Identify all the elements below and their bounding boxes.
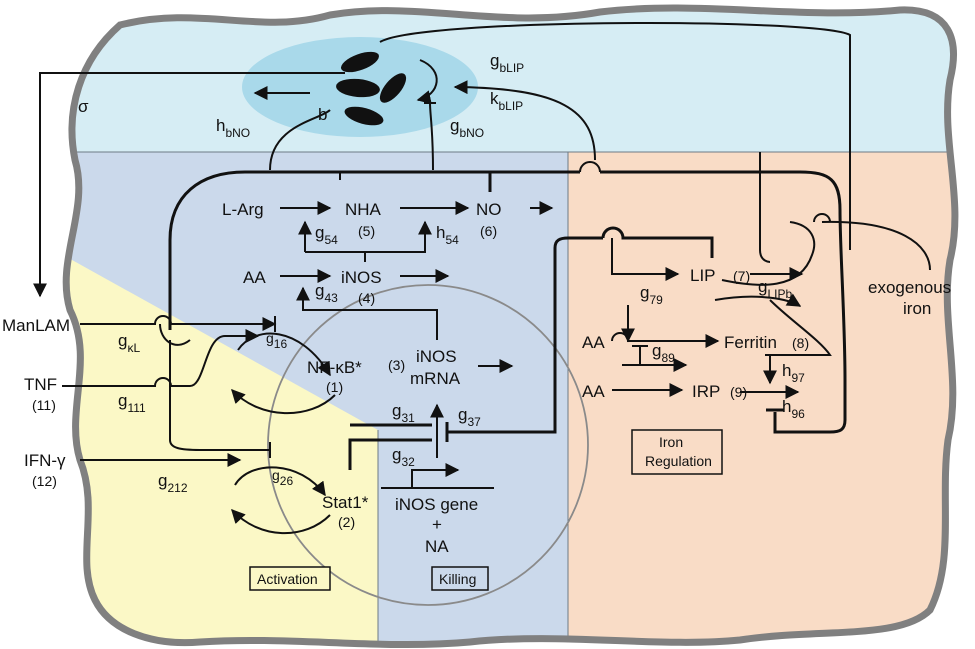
g26-label: g26 [272,467,293,488]
exogenous-iron-label-2: iron [903,299,931,318]
aa-label: AA [243,268,266,287]
irp-num: (9) [730,384,747,400]
activation-zone [66,220,378,645]
ferritin-flow-arrow [714,293,802,307]
nucleus [267,284,589,606]
iron-box-label-1: Iron [659,434,683,450]
phagosome-zone [66,8,955,152]
promoter-arrow [411,463,460,488]
bacteria-growth-loop [416,59,438,105]
activation-box-label: Activation [257,571,318,587]
iron-zone [568,152,955,645]
no-bus-line [168,170,847,434]
gkL-label: gκL [118,331,140,355]
nha-num: (5) [358,223,375,239]
no-num: (6) [480,223,497,239]
inos-mrna-label-2: mRNA [410,369,461,388]
ferritin-num: (8) [792,335,809,351]
g212-label: g212 [158,471,188,495]
irp-label: IRP [692,382,720,401]
inos-num: (4) [358,290,375,306]
bacterium [344,106,384,126]
stat1-deactivation-arc [231,508,331,535]
lip-loop [721,221,816,286]
ifng-num: (12) [32,473,57,489]
manlam-arrow [80,315,277,331]
aa-ferritin-label: AA [582,333,605,352]
g54-label: g54 [315,223,338,247]
g32-label: g32 [392,445,415,469]
nfkb-label: NF-κB* [307,358,362,377]
nfkb-num: (1) [326,379,343,395]
sigma-label: σ [78,97,89,116]
bacteria-cluster [336,51,407,126]
g31-label: g31 [392,401,415,425]
stat1-activation-arc [234,466,326,497]
stat1-num: (2) [338,514,355,530]
no-to-stat1-line [169,340,270,451]
inos-label: iNOS [341,268,382,287]
hbNO-line [269,109,331,171]
bacterium [336,78,380,98]
lip-label: LIP [690,266,716,285]
stat1-label: Stat1* [322,493,369,512]
aa-irp-label: AA [582,382,605,401]
h54-arrow [305,220,432,253]
h96-label: h96 [782,397,805,421]
iron-uptake-down [759,152,771,263]
g79-label: g79 [640,283,663,307]
manlam-label: ManLAM [2,316,70,335]
iron-box-label-2: Regulation [645,453,712,469]
killing-box-label: Killing [439,571,476,587]
activation-box: Activation [249,566,331,591]
no-to-iron-line [601,226,714,258]
g111-label: g111 [118,391,146,415]
bacteria-iron-uptake-line [379,22,851,250]
to-lip-arrow [611,238,680,281]
plus-label: + [432,515,442,534]
exogenous-iron-line [813,213,931,271]
killing-box: Killing [431,566,489,591]
h97-label: h97 [782,361,805,385]
gbNO-label: gbNO [450,116,484,140]
no-label: NO [476,200,502,219]
g43-label: g43 [315,281,338,305]
inos-gene-label: iNOS gene [395,495,478,514]
h54-label: h54 [436,223,459,247]
g43-arrow [296,286,438,340]
iron-regulation-box: Iron Regulation [631,429,723,475]
g89-label: g89 [652,341,675,365]
lip-num: (7) [733,268,750,284]
inos-mrna-label-1: iNOS [416,347,457,366]
ferritin-label: Ferritin [724,333,777,352]
g16-label: g16 [266,330,287,351]
nfkb-deactivation-arc [231,388,336,415]
nha-label: NHA [345,200,382,219]
cell-membrane [62,4,959,649]
na-label: NA [425,537,449,556]
gbLIP-label: gbLIP [490,51,524,75]
sigma-arrow [33,72,345,298]
stat1-to-gene-line [348,438,432,470]
h97-line [765,299,832,356]
bacterium [379,73,407,103]
ifng-label: IFN-γ [24,451,66,470]
hbNO-label: hbNO [216,116,250,140]
larg-label: L-Arg [222,200,264,219]
g37-label: g37 [458,405,481,429]
g37-inhibit-line [447,236,603,434]
tnf-label: TNF [24,375,57,394]
nfkb-activation-arc [237,332,331,377]
gbNO-line [429,102,434,171]
tnf-num: (11) [32,397,56,413]
jump-over [579,161,601,173]
inos-mrna-num: (3) [388,357,405,373]
exogenous-iron-label-1: exogenous [868,278,951,297]
bacterium [341,51,379,73]
gbLIP-arrow [453,80,596,161]
gLIPb-label: gLIPb [758,277,792,301]
kbLIP-label: kbLIP [490,89,523,113]
